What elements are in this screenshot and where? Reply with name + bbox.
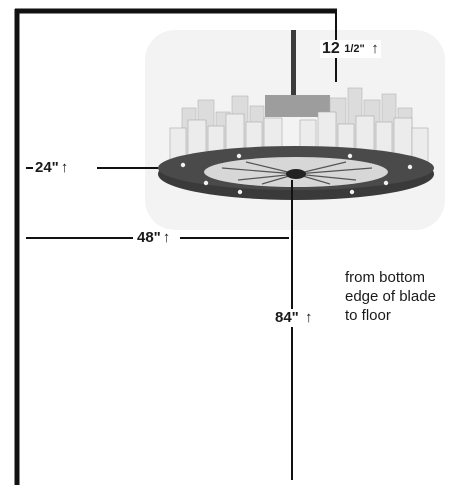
up-arrow-icon: ↑ <box>60 159 69 176</box>
clearance-note: from bottom edge of blade to floor <box>345 268 436 325</box>
dim-48-value: 48" <box>137 229 161 246</box>
up-arrow-icon: ↑ <box>304 309 313 326</box>
dim-12-label: 12 1/2" ↑ <box>320 40 381 58</box>
up-arrow-icon: ↑ <box>371 40 379 57</box>
note-line-3: to floor <box>345 307 391 324</box>
ring-lights <box>180 153 413 195</box>
dim-48-label: 48"↑ <box>135 229 173 247</box>
fan-hub <box>286 169 306 179</box>
dim-84-label: 84" ↑ <box>273 309 315 327</box>
dim-12-fraction: 1/2" <box>344 43 365 55</box>
dim-12-value: 12 <box>322 40 340 57</box>
dim-24-label: 24"↑ <box>33 159 71 177</box>
canopy-hub <box>265 95 330 117</box>
up-arrow-icon: ↑ <box>162 229 171 246</box>
note-line-1: from bottom <box>345 269 426 286</box>
dim-24-value: 24" <box>35 159 59 176</box>
dim-84-value: 84" <box>275 309 299 326</box>
downrod <box>291 30 296 105</box>
note-line-2: edge of blade <box>345 288 436 305</box>
